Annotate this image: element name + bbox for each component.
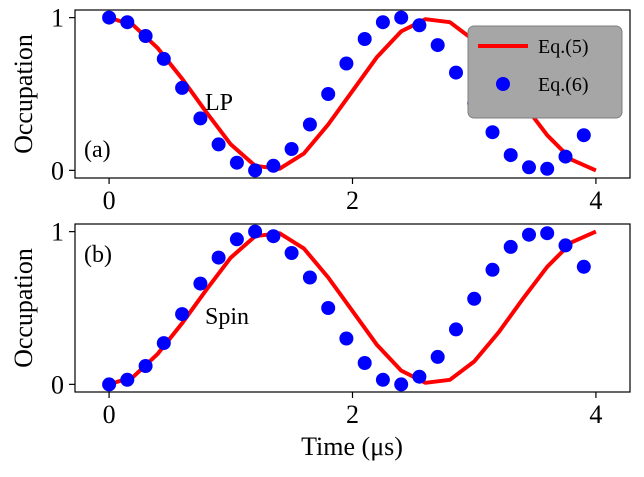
panel-label: (b) [84,242,112,268]
data-point-eq6 [321,301,336,315]
data-point-eq6 [193,276,208,291]
data-point-eq6 [430,38,445,53]
data-point-eq6 [375,372,390,387]
data-point-eq6 [266,158,281,173]
data-point-eq6 [394,10,409,25]
data-point-eq6 [558,238,573,253]
panel-annotation: Spin [205,304,249,330]
data-point-eq6 [576,128,591,143]
legend-marker-swatch [496,77,510,91]
x-tick-label: 4 [589,186,602,215]
x-tick-label: 0 [103,186,116,215]
panel-label: (a) [84,137,111,163]
x-tick-label: 2 [346,186,359,215]
data-point-eq6 [156,51,171,66]
data-point-eq6 [138,29,153,43]
data-point-eq6 [503,148,518,163]
data-point-eq6 [193,111,208,126]
data-point-eq6 [412,18,427,33]
data-point-eq6 [211,137,226,152]
series-line-eq5 [108,229,597,387]
data-point-eq6 [412,369,427,384]
data-point-eq6 [375,15,390,30]
data-point-eq6 [175,80,190,95]
y-axis-label: Occupation [9,248,38,368]
data-point-eq6 [339,331,354,346]
data-point-eq6 [284,142,299,156]
data-point-eq6 [467,291,482,306]
data-point-eq6 [321,87,336,101]
data-point-eq6 [120,15,135,30]
data-point-eq6 [485,125,500,140]
data-point-eq6 [102,377,117,392]
legend-label-eq5: Eq.(5) [538,36,589,58]
data-point-eq6 [302,117,317,132]
data-point-eq6 [229,155,244,170]
data-point-eq6 [540,161,555,176]
data-point-eq6 [339,56,354,71]
x-tick-label: 2 [346,400,359,429]
data-point-eq6 [248,224,263,239]
data-point-eq6 [522,160,536,175]
data-point-eq6 [357,356,372,370]
panel-annotation: LP [205,90,233,116]
y-tick-label: 1 [51,4,64,33]
data-point-eq6 [284,246,299,260]
data-point-eq6 [156,336,171,351]
legend: Eq.(5) Eq.(6) [467,25,623,119]
data-point-eq6 [449,322,463,337]
x-tick-label: 0 [103,400,116,429]
data-point-eq6 [229,232,244,247]
data-point-eq6 [102,10,117,25]
data-point-eq6 [175,307,190,322]
data-point-eq6 [357,32,372,46]
data-point-eq6 [540,226,555,241]
data-point-eq6 [449,65,463,80]
data-point-eq6 [302,270,317,285]
data-point-eq6 [576,259,591,274]
y-axis-label: Occupation [9,34,38,154]
data-point-eq6 [394,377,409,392]
data-point-eq6 [503,239,518,254]
y-tick-label: 1 [51,218,64,247]
legend-label-eq6: Eq.(6) [538,74,589,96]
x-axis-label: Time (μs) [301,432,403,461]
data-point-eq6 [120,372,135,387]
data-point-eq6 [485,262,500,277]
y-tick-label: 0 [51,156,64,185]
data-point-eq6 [266,229,281,244]
data-point-eq6 [248,163,263,178]
legend-box [467,25,623,119]
data-point-eq6 [558,149,573,164]
y-tick-label: 0 [51,370,64,399]
data-point-eq6 [211,250,226,265]
x-tick-label: 4 [589,400,602,429]
data-point-eq6 [138,359,153,373]
data-point-eq6 [430,349,445,364]
data-point-eq6 [522,227,536,242]
